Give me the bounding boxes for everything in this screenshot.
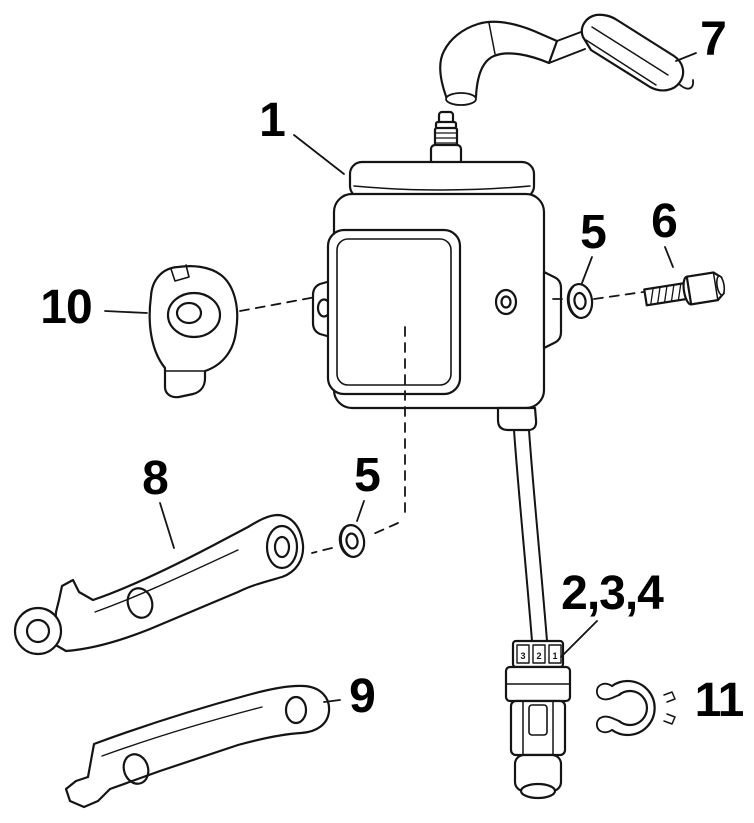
connector-pin-labels: 3 2 1 <box>520 651 557 661</box>
part-grommet-retainer <box>148 264 239 399</box>
callout-5-lower: 5 <box>354 449 381 502</box>
part-bolt <box>643 271 726 307</box>
callout-1: 1 <box>259 94 286 147</box>
part-bracket-lower <box>64 684 331 809</box>
connector-pin-label: 3 <box>520 651 525 661</box>
callout-2-3-4: 2,3,4 <box>561 567 664 620</box>
connector-pin-label: 1 <box>552 651 557 661</box>
part-washer-lower <box>338 524 366 558</box>
callout-7: 7 <box>700 13 727 66</box>
part-washer-upper <box>566 282 594 320</box>
callout-leader-lines <box>104 52 697 703</box>
alignment-dashed-lines <box>239 291 644 554</box>
part-ignition-coil <box>311 110 563 432</box>
part-spark-plug-boot-assembly <box>439 13 694 106</box>
part-wire-connector <box>504 429 572 800</box>
callout-8: 8 <box>142 452 169 505</box>
callout-11: 11 <box>694 674 745 727</box>
part-bracket-upper <box>13 513 305 656</box>
callout-5-upper: 5 <box>580 206 607 259</box>
part-retaining-clip <box>596 679 676 737</box>
callout-6: 6 <box>651 195 678 248</box>
connector-pin-label: 2 <box>536 651 541 661</box>
callout-10: 10 <box>40 281 92 334</box>
callout-9: 9 <box>349 670 376 723</box>
